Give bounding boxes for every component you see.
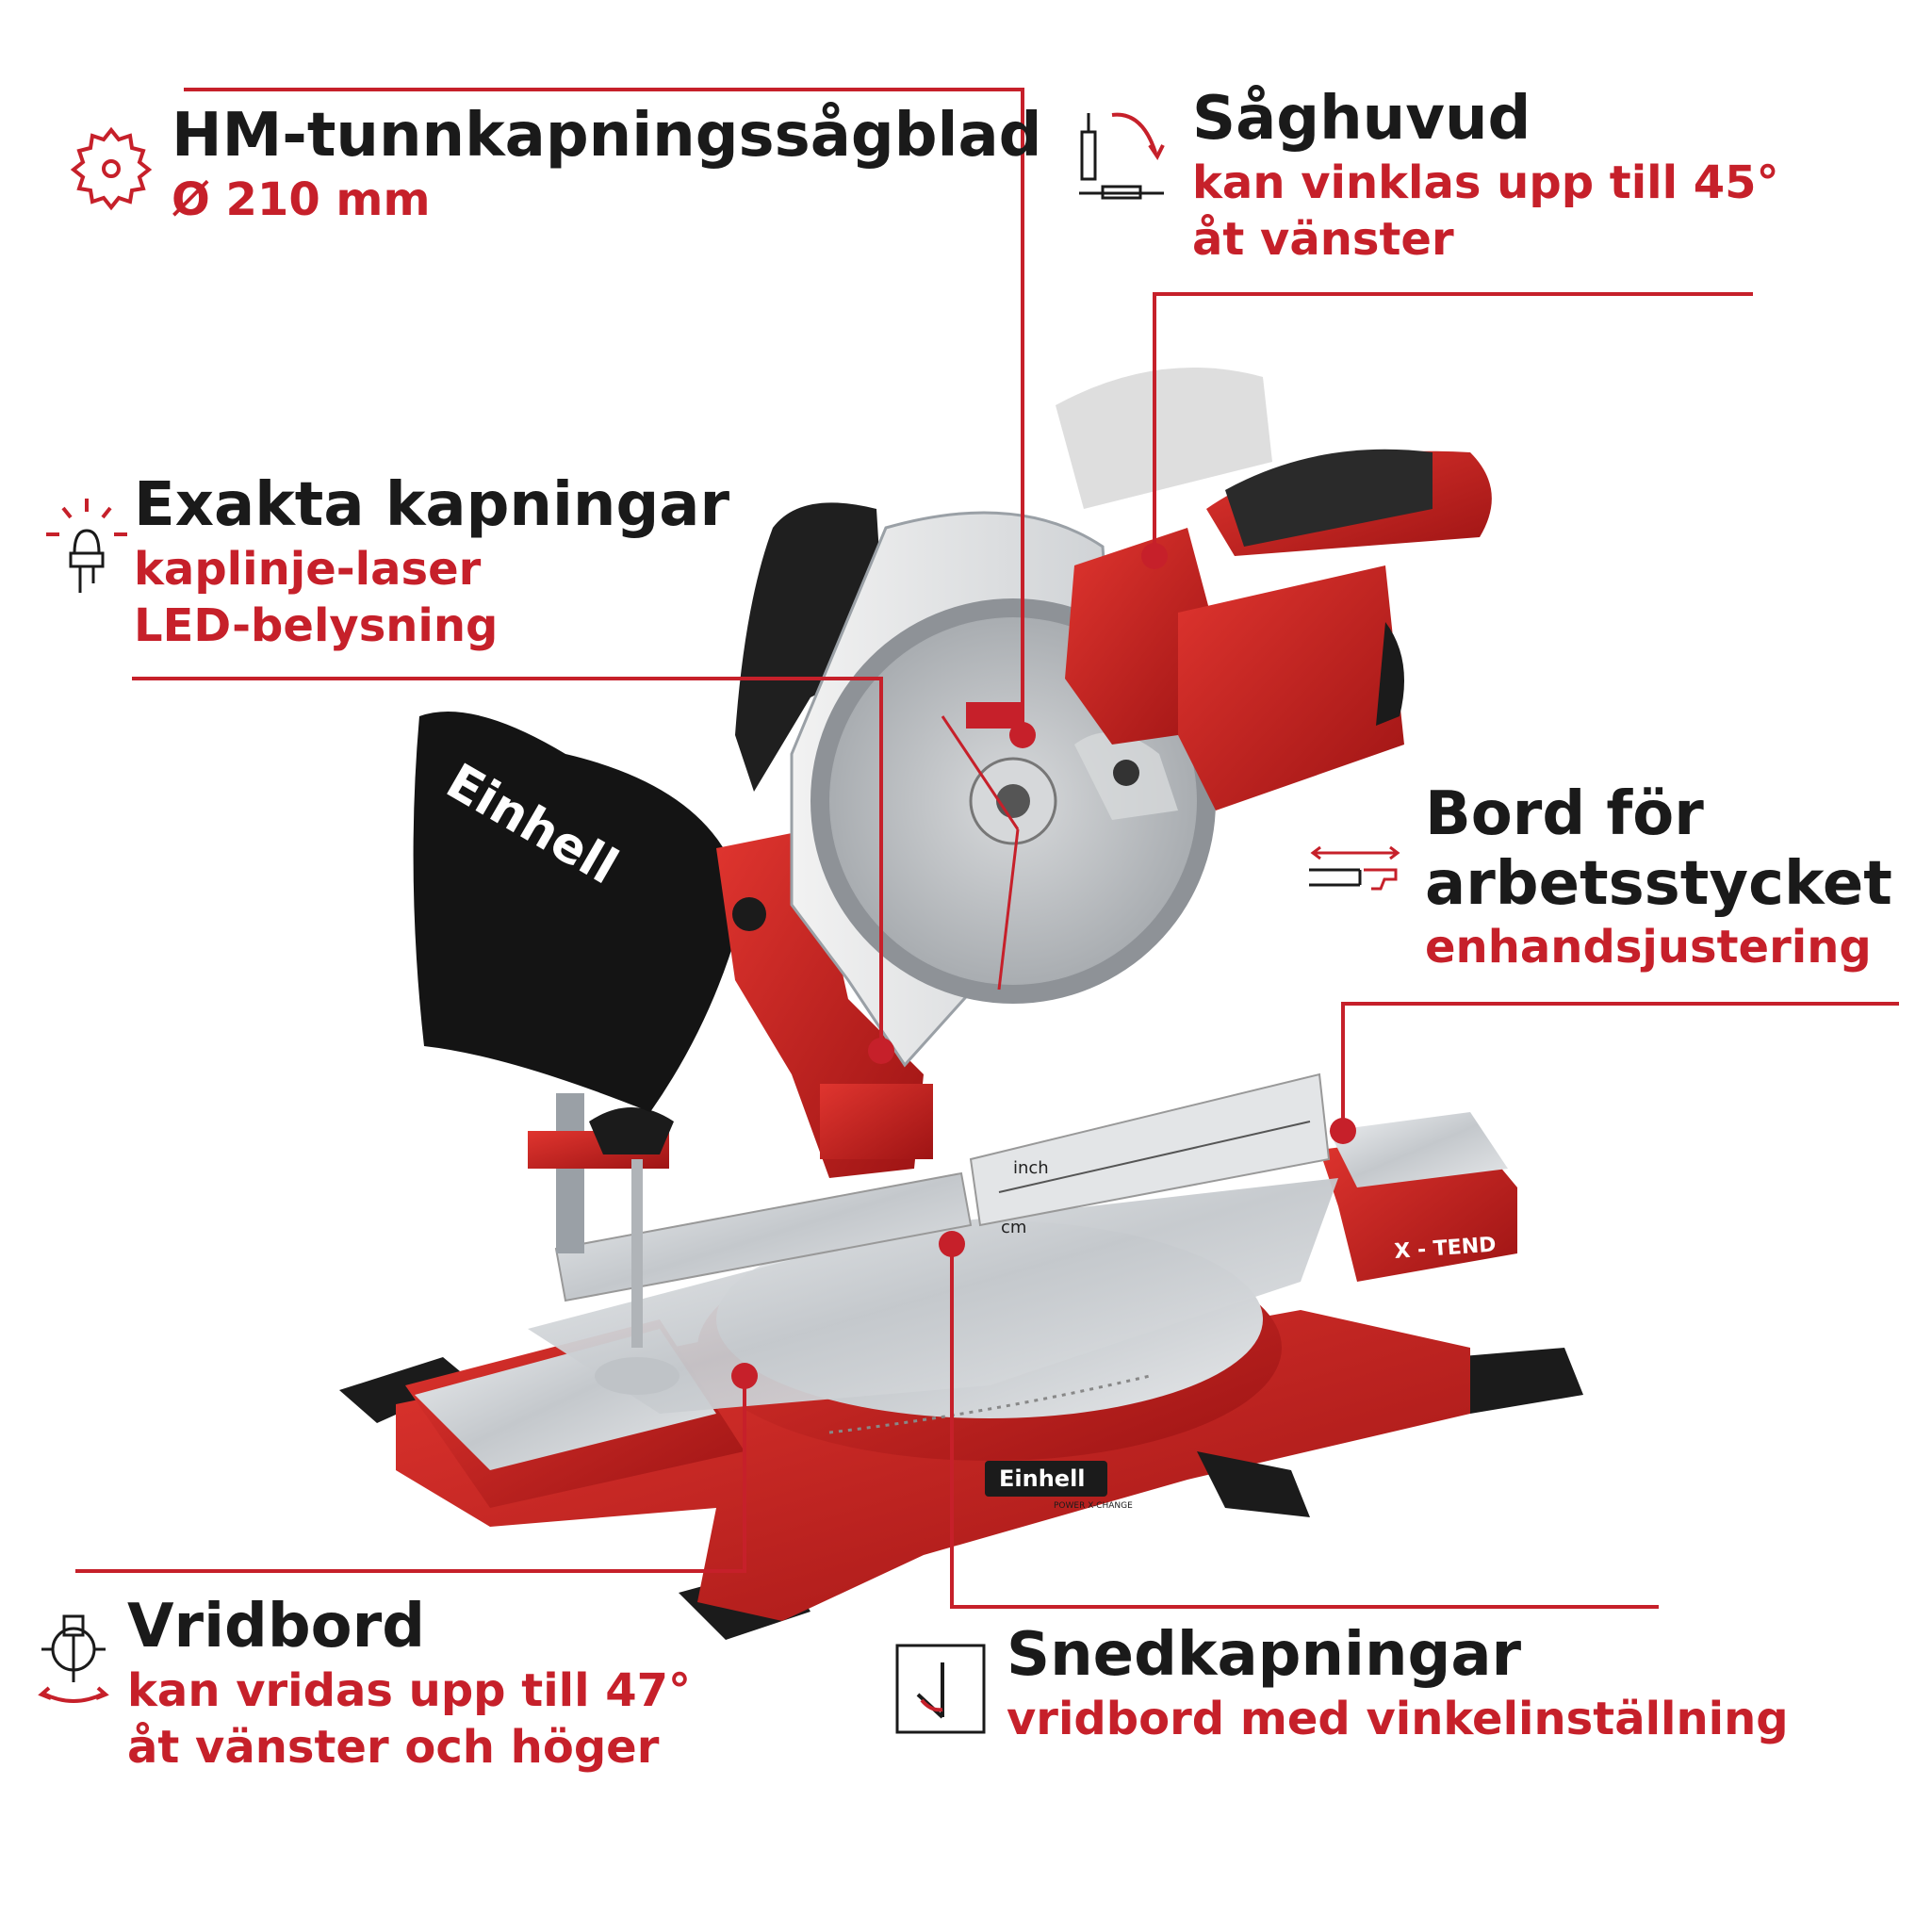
badge-small-text: POWER X-CHANGE bbox=[1054, 1501, 1133, 1511]
feature-head: Såghuvud kan vinklas upp till 45° åt vän… bbox=[1192, 84, 1779, 268]
saw-arm bbox=[716, 829, 933, 1178]
feature-blade: HM-tunnkapningssågblad Ø 210 mm bbox=[172, 101, 1042, 228]
fence bbox=[554, 1072, 1331, 1302]
saw-blade-icon bbox=[70, 126, 153, 211]
table-extension-icon bbox=[1309, 845, 1400, 891]
feature-head-sub1: kan vinklas upp till 45° bbox=[1192, 156, 1779, 209]
feature-laser-title: Exakta kapningar bbox=[134, 470, 729, 540]
feature-laser-sub2: LED-belysning bbox=[134, 598, 499, 652]
feature-turntable-sub1: kan vridas upp till 47° bbox=[127, 1663, 692, 1717]
feature-table: Bord för arbetsstycket enhandsjustering bbox=[1425, 779, 1892, 975]
rotate-icon bbox=[38, 1614, 109, 1703]
feature-blade-title: HM-tunnkapningssågblad bbox=[172, 101, 1042, 171]
clamp bbox=[528, 1093, 679, 1395]
feature-miter-sub: vridbord med vinkelinställning bbox=[1007, 1692, 1789, 1745]
feature-miter-title: Snedkapningar bbox=[1007, 1620, 1522, 1690]
feature-laser: Exakta kapningar kaplinje-laser LED-bely… bbox=[134, 470, 729, 654]
miter-angle-icon bbox=[895, 1644, 986, 1734]
laser-light-icon bbox=[46, 499, 127, 593]
badge-brand-text: Einhell bbox=[999, 1465, 1086, 1492]
feature-miter: Snedkapningar vridbord med vinkelinställ… bbox=[1007, 1620, 1789, 1747]
feature-turntable: Vridbord kan vridas upp till 47° åt väns… bbox=[127, 1592, 692, 1776]
feature-head-sub2: åt vänster bbox=[1192, 212, 1454, 266]
laser-lines bbox=[941, 715, 1020, 991]
feature-head-title: Såghuvud bbox=[1192, 84, 1531, 154]
rear-handle bbox=[735, 502, 886, 792]
feature-blade-sub: Ø 210 mm bbox=[172, 172, 431, 226]
feature-table-title1: Bord för bbox=[1425, 779, 1704, 849]
bevel-angle-icon bbox=[1079, 112, 1165, 200]
motor-housing bbox=[1056, 368, 1492, 810]
feature-laser-sub1: kaplinje-laser bbox=[134, 542, 482, 596]
scale-inch-text: inch bbox=[1013, 1158, 1049, 1178]
dust-bag bbox=[413, 712, 745, 1112]
feature-turntable-title: Vridbord bbox=[127, 1592, 425, 1662]
miter-scale bbox=[828, 1374, 1151, 1434]
feature-turntable-sub2: åt vänster och höger bbox=[127, 1720, 660, 1774]
feature-table-sub: enhandsjustering bbox=[1425, 921, 1872, 974]
scale-cm-text: cm bbox=[1001, 1218, 1026, 1237]
feature-table-title2: arbetsstycket bbox=[1425, 848, 1892, 919]
